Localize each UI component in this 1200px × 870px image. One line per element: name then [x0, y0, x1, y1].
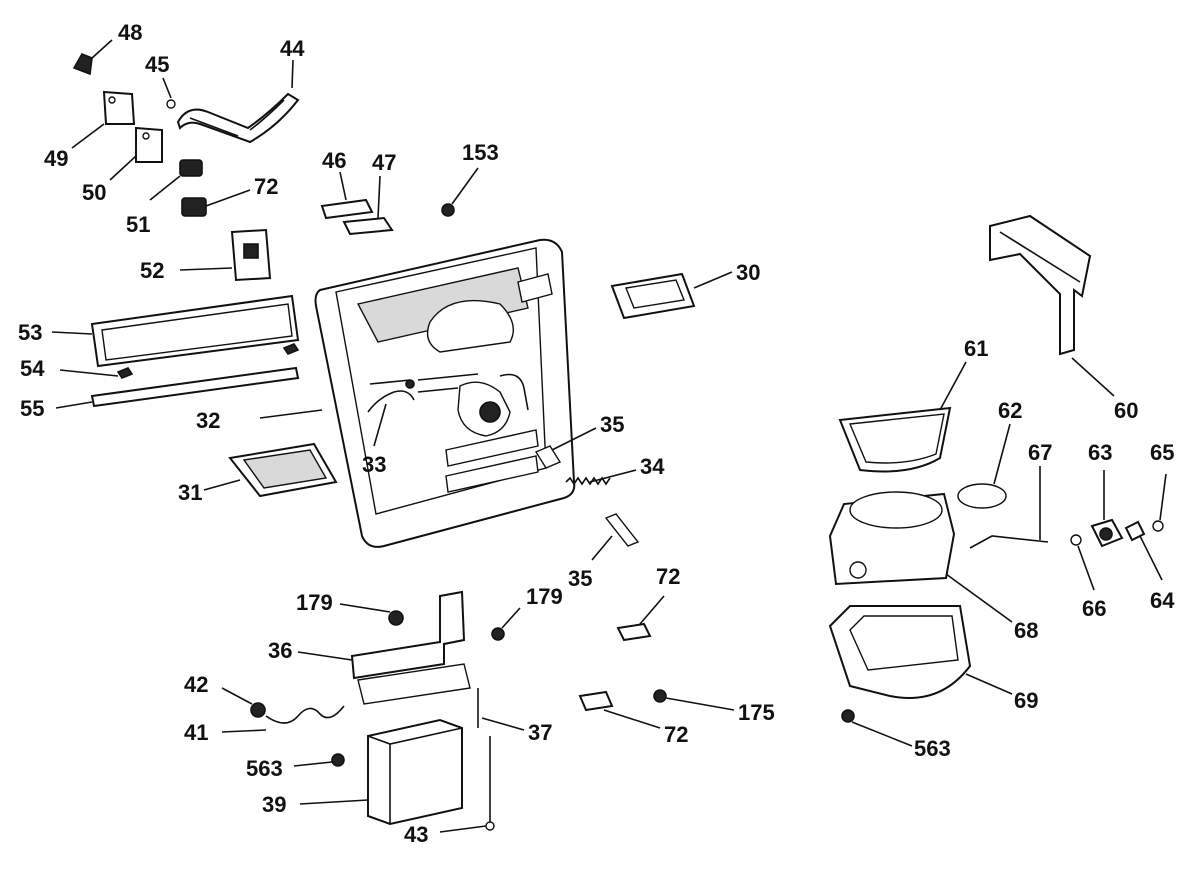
callout-68: 68 [1014, 618, 1038, 643]
part-67-rod [969, 535, 1049, 549]
callout-72-c: 72 [664, 722, 688, 747]
part-563-screw-left [331, 753, 345, 767]
callout-42: 42 [184, 672, 208, 697]
part-53-grille-frame [90, 294, 300, 368]
part-64-knob [1124, 520, 1146, 542]
callout-52: 52 [140, 258, 164, 283]
part-50-bracket [135, 126, 163, 163]
part-63-motor [1090, 518, 1124, 548]
part-44-handle-trim [176, 92, 300, 144]
callout-55: 55 [20, 396, 44, 421]
part-153-screw [441, 203, 455, 217]
part-31-shelf [228, 442, 338, 498]
part-49-bracket [102, 90, 136, 125]
callout-61: 61 [964, 336, 988, 361]
part-69-base-pan [828, 605, 972, 699]
callout-35-a: 35 [600, 412, 624, 437]
part-39-relay-box [367, 718, 463, 826]
callout-69: 69 [1014, 688, 1038, 713]
part-72-bracket-mid [616, 622, 652, 642]
part-65-cap [1152, 520, 1164, 532]
part-68-housing [828, 491, 956, 586]
callout-35-b: 35 [568, 566, 592, 591]
callout-53: 53 [18, 320, 42, 345]
part-52-control-box [230, 228, 272, 282]
callout-31: 31 [178, 480, 202, 505]
part-30-gasket [610, 272, 696, 320]
callout-72-a: 72 [254, 174, 278, 199]
part-35-bushing-upper [534, 445, 562, 469]
callout-50: 50 [82, 180, 106, 205]
callout-63: 63 [1088, 440, 1112, 465]
part-563-screw-right [841, 709, 855, 723]
part-42-connector [250, 702, 266, 718]
callout-41: 41 [184, 720, 208, 745]
part-179-screw-b [491, 627, 505, 641]
fan-motor-assembly [417, 373, 529, 437]
part-179-screw-a [388, 610, 404, 626]
part-66-washer [1070, 534, 1082, 546]
callout-44: 44 [280, 36, 305, 61]
part-175-screw [653, 689, 667, 703]
callout-60: 60 [1114, 398, 1138, 423]
callout-36: 36 [268, 638, 292, 663]
callout-47: 47 [372, 150, 396, 175]
callout-45: 45 [145, 52, 169, 77]
part-54-strip [116, 343, 300, 379]
part-62-disc [957, 483, 1007, 509]
callout-39: 39 [262, 792, 286, 817]
callout-48: 48 [118, 20, 142, 45]
callout-65: 65 [1150, 440, 1174, 465]
part-61-duct [838, 406, 952, 473]
part-55-trim-strip [90, 366, 300, 408]
cabinet-liner [314, 238, 576, 548]
part-33-thermostat-capillary [367, 379, 415, 413]
callout-37: 37 [528, 720, 552, 745]
callout-30: 30 [736, 260, 760, 285]
callout-32: 32 [196, 408, 220, 433]
callout-51: 51 [126, 212, 150, 237]
callout-72-b: 72 [656, 564, 680, 589]
callout-66: 66 [1082, 596, 1106, 621]
callout-46: 46 [322, 148, 346, 173]
callout-34: 34 [640, 454, 665, 479]
callout-563-b: 563 [914, 736, 951, 761]
part-41-wire-harness [265, 705, 345, 724]
part-43-cord [485, 736, 495, 831]
part-60-bracket [989, 214, 1092, 356]
part-72-bracket-low [578, 690, 614, 712]
callout-43: 43 [404, 822, 428, 847]
callout-33: 33 [362, 452, 386, 477]
part-46-hinge-plate [320, 198, 374, 220]
callout-153: 153 [462, 140, 499, 165]
callout-67: 67 [1028, 440, 1052, 465]
part-35-bushing-lower [604, 513, 640, 547]
callout-64: 64 [1150, 588, 1175, 613]
part-51-switch [179, 159, 203, 177]
callout-563-a: 563 [246, 756, 283, 781]
callout-175: 175 [738, 700, 775, 725]
part-47-hinge-plate [342, 216, 394, 236]
part-48-clip [72, 52, 93, 76]
callout-179-b: 179 [526, 584, 563, 609]
part-45-screw [166, 99, 176, 109]
callout-62: 62 [998, 398, 1022, 423]
callout-49: 49 [44, 146, 68, 171]
part-72-switch-top [181, 197, 207, 217]
callout-54: 54 [20, 356, 45, 381]
callout-179-a: 179 [296, 590, 333, 615]
part-36-bracket [350, 590, 471, 705]
